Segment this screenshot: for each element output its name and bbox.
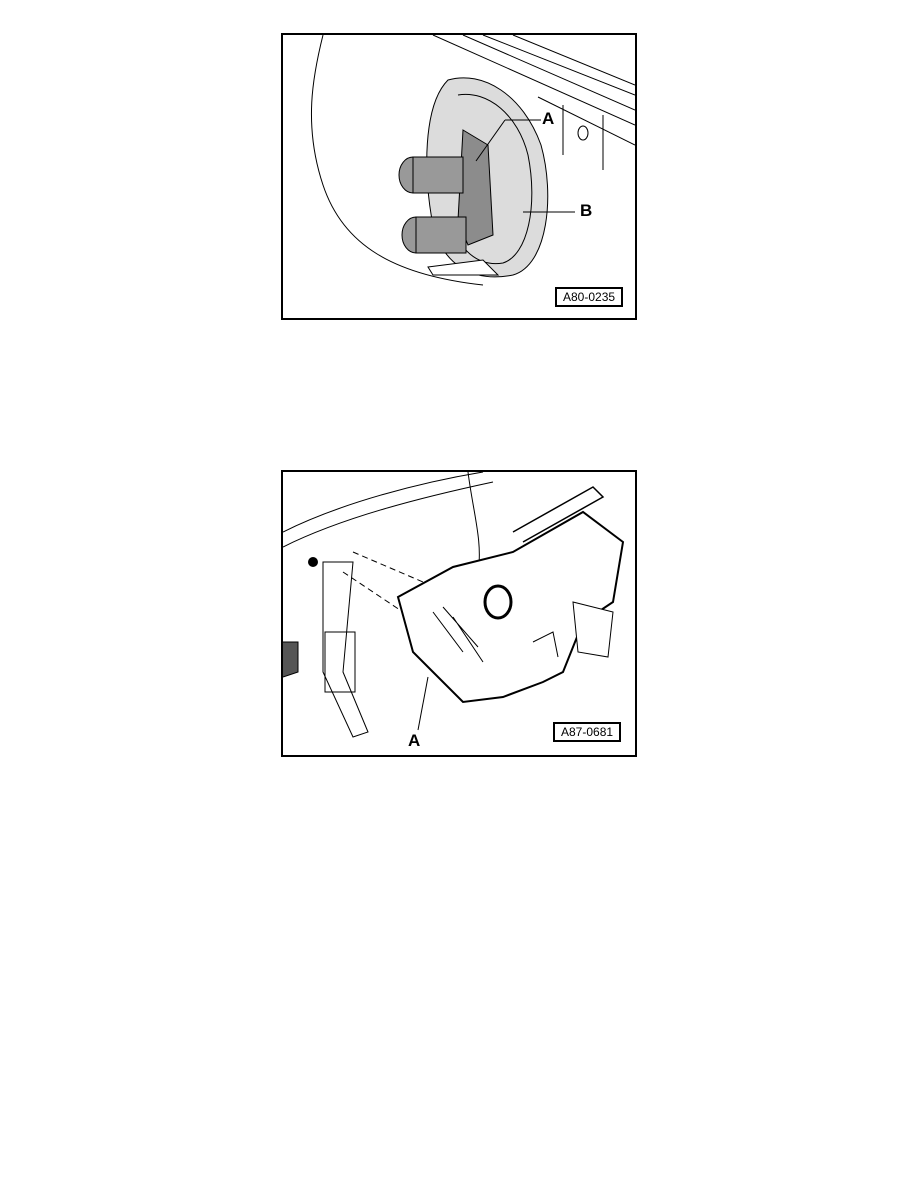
figure-reference-code: A87-0681 bbox=[553, 722, 622, 742]
figure-reference-code: A80-0235 bbox=[555, 287, 624, 307]
callout-b: B bbox=[580, 201, 593, 220]
callout-a: A bbox=[542, 109, 555, 128]
figure-heater-unit: A A87-0681 bbox=[281, 470, 637, 757]
callout-a: A bbox=[408, 731, 421, 750]
grommet-illustration bbox=[311, 35, 635, 286]
heater-unit-illustration bbox=[283, 472, 625, 738]
figure-connector-grommet: A B A80-0235 bbox=[281, 33, 637, 320]
